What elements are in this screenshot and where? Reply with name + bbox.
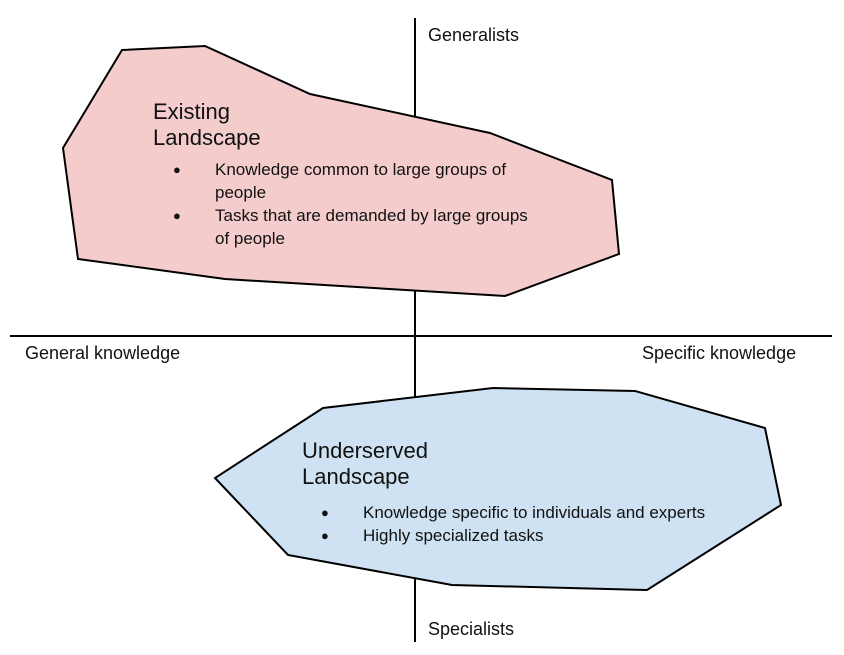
underserved-landscape-bullets: Knowledge specific to individuals and ex… <box>321 501 761 547</box>
underserved-landscape-title: Underserved Landscape <box>302 438 428 490</box>
list-item: Knowledge specific to individuals and ex… <box>321 501 761 524</box>
underserved-landscape-title-line2: Landscape <box>302 464 410 489</box>
axis-label-generalists: Generalists <box>428 25 520 45</box>
list-item: Tasks that are demanded by large groups … <box>173 204 533 250</box>
axis-label-general-knowledge: General knowledge <box>25 343 181 363</box>
axis-label-specific-knowledge: Specific knowledge <box>642 343 797 363</box>
existing-landscape-title-line2: Landscape <box>153 125 261 150</box>
underserved-landscape-title-line1: Underserved <box>302 438 428 463</box>
list-item: Highly specialized tasks <box>321 524 761 547</box>
axis-label-specialists: Specialists <box>428 619 515 639</box>
existing-landscape-bullets: Knowledge common to large groups of peop… <box>173 158 533 250</box>
underserved-landscape-shape <box>213 386 783 592</box>
existing-landscape-title: Existing Landscape <box>153 99 261 151</box>
existing-landscape-title-line1: Existing <box>153 99 231 124</box>
list-item: Knowledge common to large groups of peop… <box>173 158 533 204</box>
